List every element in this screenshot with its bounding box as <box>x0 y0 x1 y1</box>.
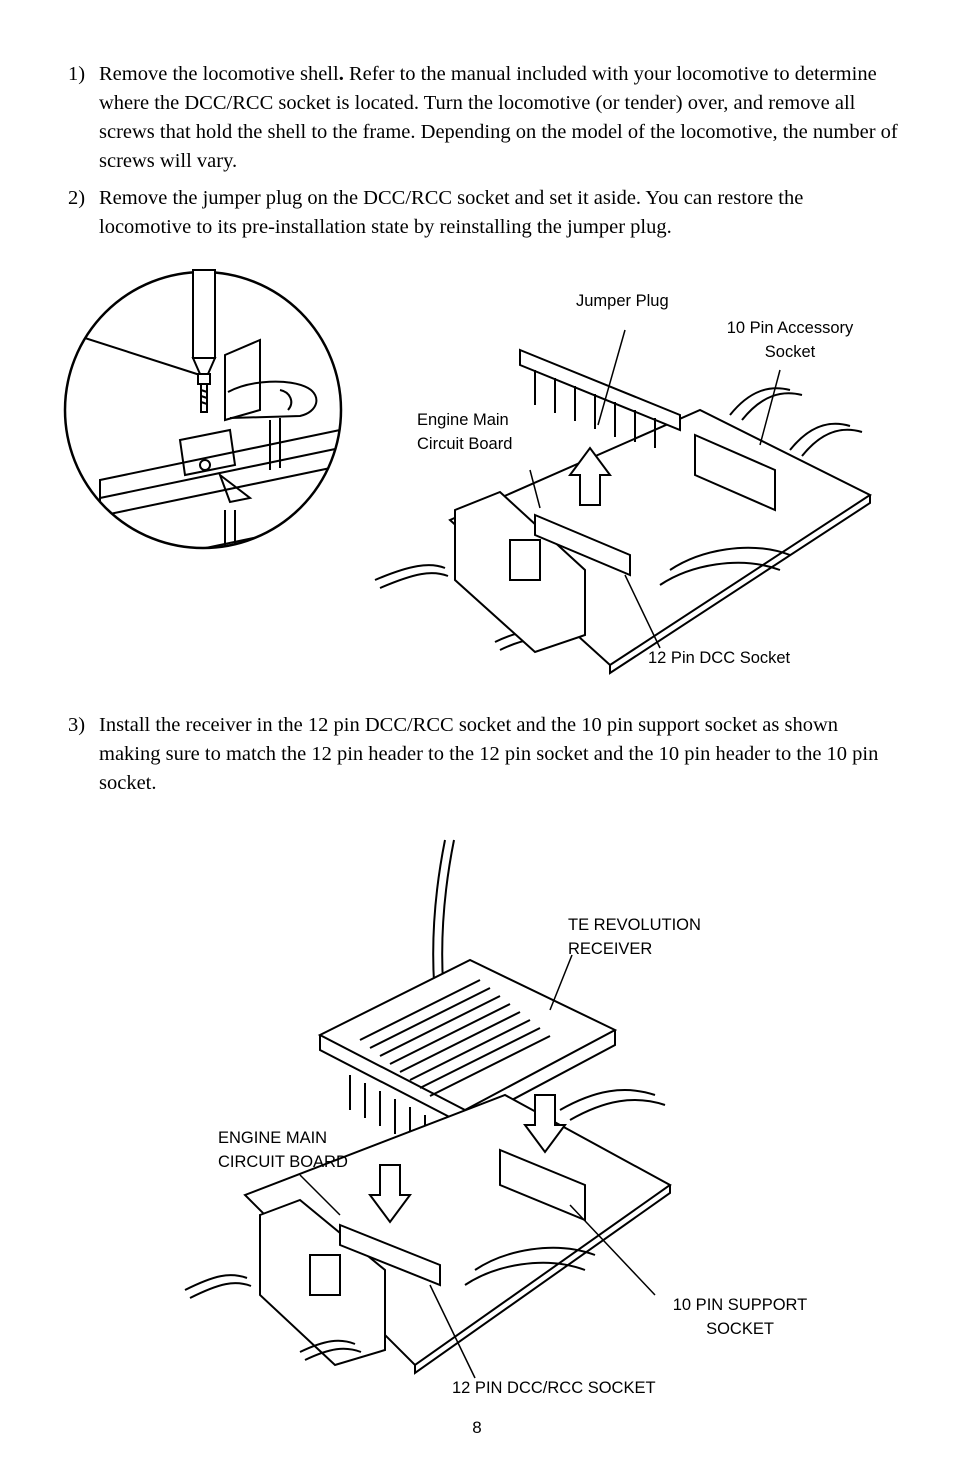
down-arrow-icon <box>368 1164 412 1224</box>
label-receiver-line1: TE REVOLUTION <box>568 916 701 934</box>
label-accessory-socket-line1: 10 Pin Accessory <box>726 319 854 337</box>
step-2-number: 2) <box>68 187 86 209</box>
jumper-plug-shape <box>519 348 681 432</box>
label-engine-main-board: Engine Main Circuit Board <box>417 408 512 456</box>
label-accessory-socket: 10 Pin Accessory Socket <box>700 316 880 364</box>
step-1-lead-period: . <box>338 63 344 85</box>
dcc-socket-shape <box>534 513 631 577</box>
label-engine-main-board-line1: Engine Main <box>417 411 509 429</box>
jumper-plug-board-illustration <box>374 329 873 675</box>
step-1-number: 1) <box>68 63 86 85</box>
label-te-revolution-receiver: TE REVOLUTION RECEIVER <box>568 913 701 961</box>
label-engine-main-line2: CIRCUIT BOARD <box>218 1153 348 1171</box>
step-2-text: Remove the jumper plug on the DCC/RCC so… <box>99 187 804 238</box>
step-3: 3) Install the receiver in the 12 pin DC… <box>68 711 898 798</box>
page-number: 8 <box>472 1418 482 1437</box>
label-jumper-plug: Jumper Plug <box>576 292 669 310</box>
label-receiver-line2: RECEIVER <box>568 940 653 958</box>
step-2: 2) Remove the jumper plug on the DCC/RCC… <box>68 184 898 242</box>
accessory-socket-shape <box>694 433 776 512</box>
label-support-socket-line2: SOCKET <box>706 1320 774 1338</box>
step-3-text: Install the receiver in the 12 pin DCC/R… <box>99 714 879 794</box>
screw-removal-illustration <box>63 269 343 550</box>
step-1-body: Refer to the manual included with your l… <box>99 63 898 172</box>
dcc-rcc-socket-shape <box>339 1223 441 1287</box>
receiver-installation-illustration <box>184 839 672 1379</box>
step-3-number: 3) <box>68 714 86 736</box>
label-12-pin-dcc-rcc-socket: 12 PIN DCC/RCC SOCKET <box>452 1379 656 1397</box>
label-accessory-socket-line2: Socket <box>764 343 816 361</box>
label-engine-main-board-line2: Circuit Board <box>417 435 513 453</box>
label-10-pin-support-socket: 10 PIN SUPPORT SOCKET <box>650 1293 830 1341</box>
down-arrow-icon-2 <box>523 1094 567 1154</box>
label-engine-main-circuit-board: ENGINE MAIN CIRCUIT BOARD <box>218 1126 348 1174</box>
up-arrow-icon <box>568 446 612 506</box>
step-1: 1) Remove the locomotive shell. Refer to… <box>68 60 898 176</box>
label-dcc-socket: 12 Pin DCC Socket <box>648 649 791 667</box>
step-1-text: Remove the locomotive shell. Refer to th… <box>68 60 898 176</box>
label-engine-main-line1: ENGINE MAIN <box>218 1129 328 1147</box>
step-1-lead: Remove the locomotive shell <box>99 63 339 85</box>
label-support-socket-line1: 10 PIN SUPPORT <box>672 1296 808 1314</box>
